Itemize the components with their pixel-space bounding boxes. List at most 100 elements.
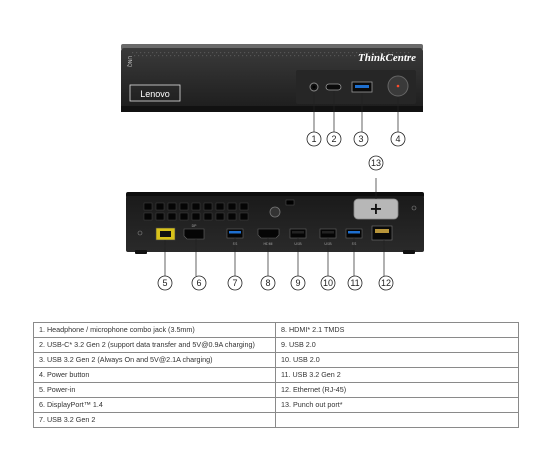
vent-dot <box>300 52 302 54</box>
vent-dot <box>318 55 320 57</box>
vent-dot <box>328 52 330 54</box>
vent-dot <box>406 55 408 57</box>
vent-slot <box>191 212 201 221</box>
vent-dot <box>286 55 288 57</box>
svg-text:2: 2 <box>331 134 336 144</box>
svg-text:8: 8 <box>265 278 270 288</box>
vent-dot <box>366 55 368 57</box>
lock-slot-icon <box>285 199 295 206</box>
vent-dot <box>160 52 162 54</box>
vent-dot <box>404 52 406 54</box>
svg-text:12: 12 <box>381 278 391 288</box>
vent-dot <box>326 55 328 57</box>
legend-cell-left: 4. Power button <box>33 367 276 383</box>
legend-cell-right: 9. USB 2.0 <box>275 337 519 353</box>
vent-dot <box>238 55 240 57</box>
vent-dot <box>348 52 350 54</box>
vent-dot <box>294 55 296 57</box>
rear-callouts: 13 5 6 7 8 9 10 11 12 <box>157 155 394 291</box>
vent-slot <box>179 202 189 211</box>
vent-dot <box>154 55 156 57</box>
vent-dot <box>342 55 344 57</box>
callout-1: 1 <box>306 131 322 147</box>
vent-dot <box>360 52 362 54</box>
port-legend-table: 1. Headphone / microphone combo jack (3.… <box>33 322 519 428</box>
vent-dot <box>344 52 346 54</box>
vent-dot <box>246 55 248 57</box>
vent-slot <box>143 212 153 221</box>
legend-cell-left: 2. USB-C* 3.2 Gen 2 (support data transf… <box>33 337 276 353</box>
vent-dot <box>354 55 356 57</box>
vent-slot <box>215 212 225 221</box>
vent-dot <box>206 55 208 57</box>
vent-dot <box>208 52 210 54</box>
callout-10: 10 <box>320 275 336 291</box>
vent-dot <box>234 55 236 57</box>
vent-dot <box>392 52 394 54</box>
vent-dot <box>380 52 382 54</box>
callout-9: 9 <box>290 275 306 291</box>
vent-dot <box>270 55 272 57</box>
vent-dot <box>314 55 316 57</box>
vent-slot <box>227 202 237 211</box>
vent-dot <box>312 52 314 54</box>
svg-text:10: 10 <box>323 278 333 288</box>
vent-dot <box>226 55 228 57</box>
product-diagram: UNQ ThinkCentre Lenovo 1 2 3 4 <box>121 44 424 291</box>
legend-cell-right: 13. Punch out port* <box>275 397 519 413</box>
vent-dot <box>210 55 212 57</box>
vent-dot <box>184 52 186 54</box>
vent-slot <box>239 202 249 211</box>
vent-dot <box>168 52 170 54</box>
vent-dot <box>176 52 178 54</box>
vent-dot <box>240 52 242 54</box>
legend-cell-right: 12. Ethernet (RJ-45) <box>275 382 519 398</box>
headphone-jack-hole <box>312 85 316 89</box>
vent-dot <box>332 52 334 54</box>
vent-dot <box>202 55 204 57</box>
vent-slot <box>215 202 225 211</box>
callout-3: 3 <box>353 131 369 147</box>
vent-dot <box>142 55 144 57</box>
vent-dot <box>346 55 348 57</box>
legend-cell-left: 3. USB 3.2 Gen 2 (Always On and 5V@2.1A … <box>33 352 276 368</box>
legend-cell-right: 11. USB 3.2 Gen 2 <box>275 367 519 383</box>
vent-dot <box>362 55 364 57</box>
vent-dot <box>316 52 318 54</box>
vent-slot <box>239 212 249 221</box>
vent-dot <box>322 55 324 57</box>
vent-dot <box>236 52 238 54</box>
vent-dot <box>350 55 352 57</box>
vent-dot <box>166 55 168 57</box>
vent-dot <box>170 55 172 57</box>
vent-dot <box>364 52 366 54</box>
legend-cell-right: 8. HDMI* 2.1 TMDS <box>275 322 519 338</box>
vent-dot <box>388 52 390 54</box>
vent-dot <box>242 55 244 57</box>
lenovo-logo-text: Lenovo <box>140 89 170 99</box>
vent-dot <box>408 52 410 54</box>
vent-dot <box>280 52 282 54</box>
vent-dot <box>254 55 256 57</box>
vent-slot <box>203 202 213 211</box>
vent-dot <box>172 52 174 54</box>
vent-dot <box>274 55 276 57</box>
vent-dot <box>276 52 278 54</box>
legend-cell-left: 7. USB 3.2 Gen 2 <box>33 412 276 428</box>
usb-c-port-icon <box>325 83 342 91</box>
rear-screw-icon <box>269 206 281 218</box>
vent-dot <box>186 55 188 57</box>
vent-dot <box>162 55 164 57</box>
punch-out-plus: + <box>369 199 382 218</box>
vent-dot <box>138 55 140 57</box>
callout-5: 5 <box>157 275 173 291</box>
vent-dot <box>368 52 370 54</box>
vent-dot <box>192 52 194 54</box>
port-legend-body: 1. Headphone / microphone combo jack (3.… <box>33 322 519 428</box>
vent-dot <box>302 55 304 57</box>
vent-dot <box>164 52 166 54</box>
callout-8: 8 <box>260 275 276 291</box>
displayport-icon <box>183 228 205 240</box>
usb-rear-2-tongue <box>292 231 304 234</box>
vent-dot <box>386 55 388 57</box>
